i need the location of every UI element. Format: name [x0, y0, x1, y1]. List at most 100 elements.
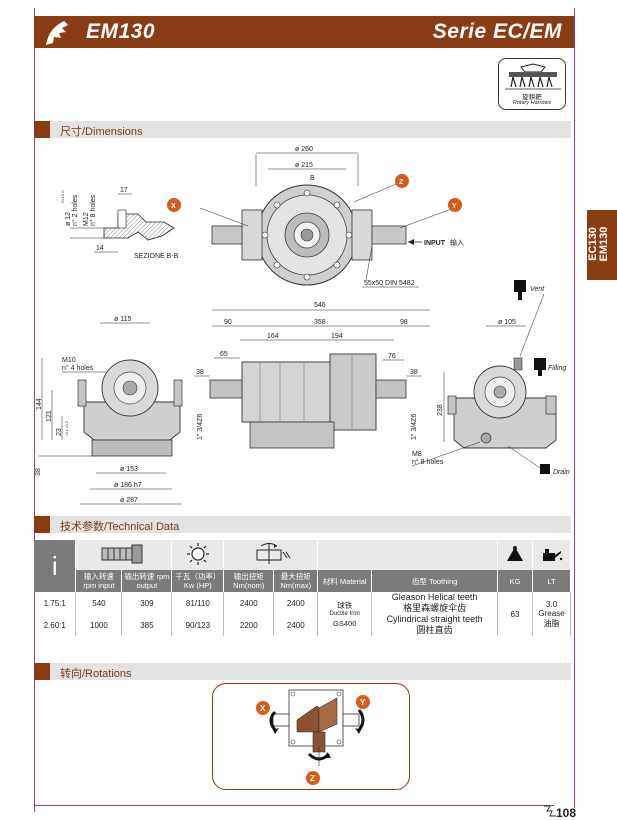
kw-cell: 90/123 [171, 614, 225, 636]
dim-d105: ø 105 [498, 319, 516, 326]
series-title: Serie EC/EM [432, 20, 562, 43]
ratio-symbol: i [34, 540, 77, 592]
ratio-cell: 2.60:1 [34, 614, 77, 636]
toothing-cn: 圆柱直齿 [416, 625, 453, 635]
rotation-label-z: Z [310, 774, 315, 783]
rotary-harrow-icon [505, 63, 561, 90]
section-technical-title: 技术参数/Technical Data [60, 521, 180, 533]
dim-65: 65 [220, 351, 228, 358]
dim-d12: ø 12 [65, 212, 72, 226]
side-tab-line2: EM130 [598, 226, 610, 262]
label-b-top: B [310, 175, 315, 182]
lt-cn: 油脂 [543, 618, 560, 628]
header-material: 材料 Material [317, 570, 373, 592]
page-corner-icon [544, 805, 556, 817]
kw-cell: 81/110 [171, 592, 225, 614]
dim-m12: M12 [83, 212, 90, 226]
power-sun-icon [171, 540, 225, 570]
nm-max-cell: 2400 [273, 614, 319, 636]
dim-d260: ø 260 [295, 146, 313, 153]
dim-23-tolerance: -0.1 -0.2 [64, 420, 69, 436]
badge-label-cn: 旋耕耙 [522, 94, 542, 101]
dim-23: 23 [56, 428, 63, 436]
dim-8-holes: n° 8 holes [89, 194, 97, 226]
gear-icon [46, 21, 68, 45]
lt-type: Grease [538, 608, 565, 618]
material-code: GS400 [333, 618, 357, 628]
dim-2-holes: n° 2 holes [71, 194, 79, 226]
side-tab: EC130 EM130 [587, 210, 617, 280]
dim-98: 98 [400, 319, 408, 326]
toothing-cell: Cylindrical straight teeth 圆柱直齿 [371, 614, 498, 636]
rpm-input-cell: 540 [75, 592, 123, 614]
header-rpm-input: 输入转速 rpm input [75, 570, 123, 592]
dim-38-left: 38 [35, 468, 42, 476]
technical-data-table: i 输入转速 rpm input 输出转速 rpm output 千瓦（功率） … [34, 540, 572, 636]
dim-17: 17 [120, 187, 128, 194]
page-number: 108 [556, 806, 577, 820]
frame-left-line [34, 8, 35, 812]
kg-cell: 63 [497, 592, 533, 636]
label-input: INPUT [424, 240, 446, 247]
dim-194: 194 [331, 333, 343, 340]
material-en: Ductile Iron [329, 610, 360, 617]
rotation-label-x: X [260, 704, 266, 713]
header-nm-max: 最大扭矩 Nm(max) [273, 570, 319, 592]
toothing-en: Gleason Helical teeth [391, 592, 478, 602]
dim-thread-left: 1" 3/4Z6 [197, 414, 204, 440]
shaft-icon [75, 540, 173, 570]
dim-thread-right: 1" 3/4Z6 [411, 414, 418, 440]
lt-value: 3.0 [545, 599, 558, 609]
header-rpm-output: 输出转速 rpm output [121, 570, 173, 592]
header-bar: EM130 Serie EC/EM [34, 16, 574, 48]
lt-cell: 3.0 Grease 油脂 [532, 592, 572, 636]
dim-d12-tolerance: +0.15 0 [60, 190, 65, 204]
frame-right-line [574, 8, 575, 808]
header-lt: LT [532, 570, 572, 592]
material-cell: 球铁 Ductile Iron GS400 [317, 592, 373, 636]
label-x-top: X [171, 203, 176, 210]
dim-546: 546 [314, 302, 326, 309]
frame-bottom-line [34, 805, 554, 806]
table-row: 1.75:1 540 309 81/110 2400 2400 球铁 Ducti… [34, 592, 572, 636]
toothing-en: Cylindrical straight teeth [386, 614, 483, 624]
dim-8-holes-b: n° 8 holes [412, 458, 444, 466]
header-nm-nom: 输出扭矩 Nm(nom) [223, 570, 275, 592]
nm-max-cell: 2400 [273, 592, 319, 614]
section-technical-data: 技术参数/Technical Data [34, 516, 571, 533]
label-filling: Filling [548, 365, 566, 372]
toothing-cell: Gleason Helical teeth 格里森螺旋伞齿 [371, 592, 498, 614]
top-view: ø 260 ø 215 B B X Z Y INPUT 输入 [167, 146, 464, 288]
label-drain: Drain [553, 469, 570, 476]
rotation-diagram-graphic: X Y Z [256, 689, 370, 785]
dim-164: 164 [267, 333, 279, 340]
rpm-input-cell: 1000 [75, 614, 123, 636]
nm-nom-cell: 2400 [223, 592, 275, 614]
left-side-view: ø 115 M10 n° 4 holes 144 121 23 -0.1 -0.… [35, 316, 183, 505]
dim-d287: ø 287 [120, 497, 138, 504]
dim-m8: M8 [412, 451, 422, 458]
dim-238: 238 [437, 404, 444, 416]
vent-icon [514, 280, 526, 292]
toothing-cn: 格里森螺旋伞齿 [403, 603, 467, 613]
dim-38-b: 38 [410, 369, 418, 376]
torque-icon [223, 540, 319, 570]
dim-358: 358 [314, 319, 326, 326]
header-kg: KG [497, 570, 533, 592]
section-rotations-title: 转向/Rotations [60, 668, 132, 680]
label-z-top: Z [399, 179, 404, 186]
header-toothing: 齿型 Toothing [371, 570, 498, 592]
filling-icon [534, 358, 546, 370]
front-view: 546 90 358 98 164 194 65 76 38 38 1" 3/4… [194, 302, 430, 449]
dim-m10: M10 [62, 357, 76, 364]
dim-14: 14 [96, 245, 104, 252]
label-y-top: Y [452, 203, 457, 210]
label-spline: 55x50 DIN 5482 [364, 280, 415, 287]
dim-76: 76 [388, 353, 396, 360]
badge-label-en: Rotary Harrows [512, 100, 552, 106]
rotation-label-y: Y [360, 698, 366, 707]
model-title: EM130 [86, 20, 156, 43]
dim-144: 144 [36, 398, 43, 410]
table-row: 2.60:1 1000 385 90/123 2200 2400 Cylindr… [34, 614, 571, 636]
drain-icon [540, 464, 550, 474]
